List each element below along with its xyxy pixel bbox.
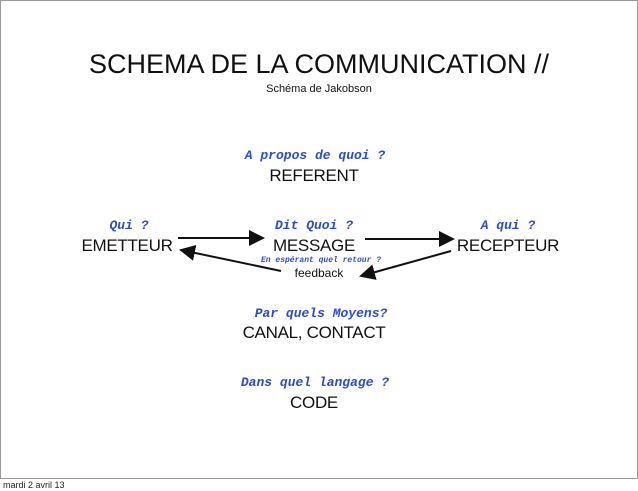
message-question: Dit Quoi ? [274,218,354,233]
emetteur-question: Qui ? [109,218,149,233]
arrow-recepteur-to-feedback [359,250,452,280]
arrow-feedback-to-emetteur [179,245,282,272]
emetteur-label: EMETTEUR [81,236,173,255]
recepteur-question: A qui ? [480,218,536,233]
message-label: MESSAGE [273,236,355,255]
canal-label: CANAL, CONTACT [242,323,386,342]
referent-label: REFERENT [269,166,359,185]
feedback-question: En espérant quel retour ? [260,256,382,265]
recepteur-label: RECEPTEUR [456,236,560,255]
slide-title: SCHEMA DE LA COMMUNICATION // [88,49,550,79]
code-question: Dans quel langage ? [240,375,390,390]
feedback-label: feedback [294,266,344,280]
slide-subtitle: Schéma de Jakobson [266,83,372,95]
footer-date: mardi 2 avril 13 [3,480,65,490]
arrows [178,230,455,280]
code-label: CODE [290,393,338,412]
referent-question: A propos de quoi ? [244,148,386,163]
canal-question: Par quels Moyens? [254,306,388,321]
slide: SCHEMA DE LA COMMUNICATION // Schéma de … [0,0,638,479]
